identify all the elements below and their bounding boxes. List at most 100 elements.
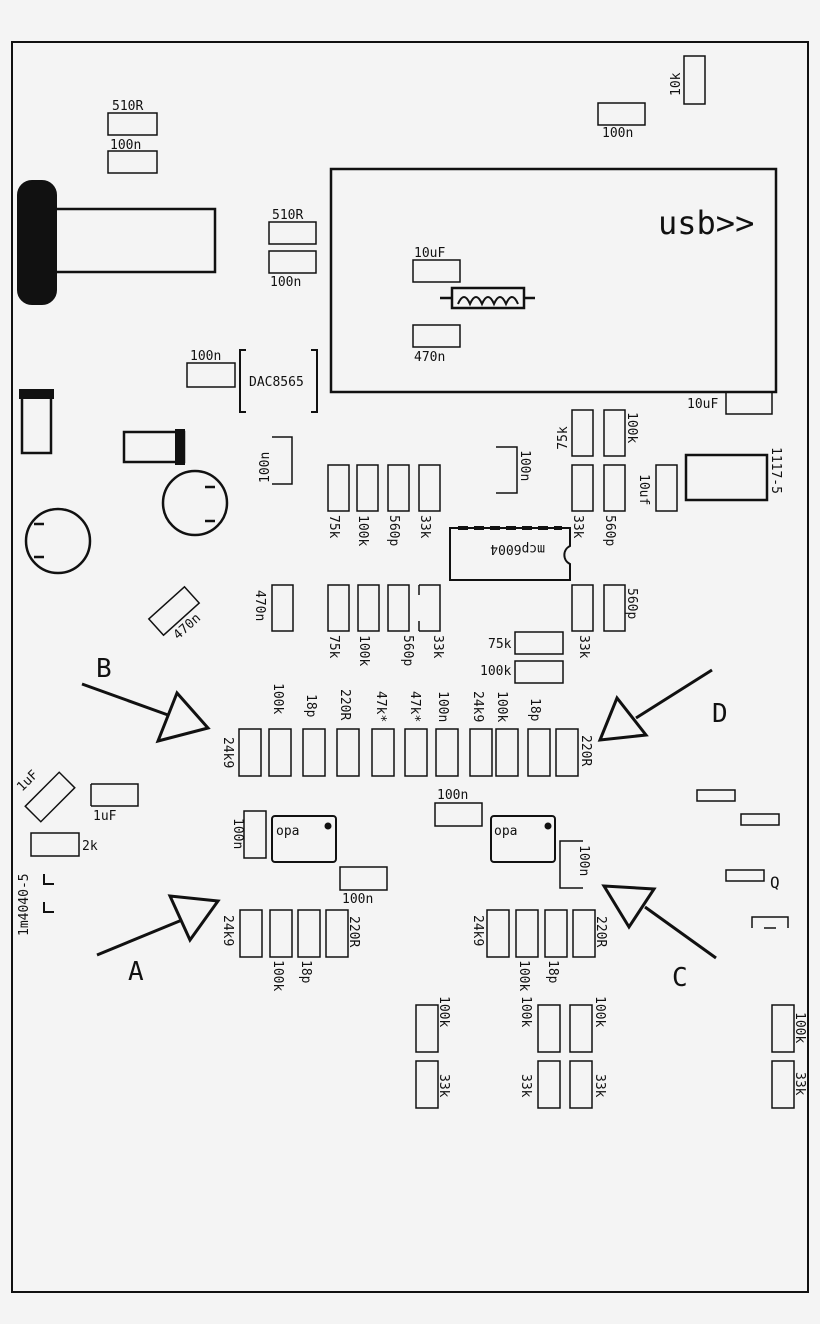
capacitor-560p-r — [603, 464, 626, 512]
label-2k: 2k — [82, 839, 98, 854]
row1-r9 — [495, 728, 519, 777]
resistor-33k-2 — [418, 584, 441, 632]
capacitor-560p-r2 — [603, 584, 626, 632]
label-560p-1: 560p — [386, 515, 401, 546]
resistor-510r-b — [268, 221, 317, 245]
arrow-b-icon — [81, 682, 211, 744]
label-75k-2: 75k — [326, 635, 341, 659]
part-r3 — [725, 869, 765, 882]
label-10uf-v: 10uf — [636, 474, 651, 505]
bot-r2 — [537, 1004, 561, 1053]
label-33k-2: 33k — [430, 635, 445, 659]
row1-r7 — [435, 728, 459, 777]
label-row1-100k: 100k — [270, 683, 285, 714]
arrow-a-icon — [96, 894, 221, 957]
capacitor-100n-below — [339, 866, 388, 891]
label-bot-33k-a: 33k — [436, 1074, 451, 1098]
resistor-75k-2 — [327, 584, 350, 632]
inductor-icon — [440, 286, 535, 310]
row1-r2 — [268, 728, 292, 777]
row2-r4 — [325, 909, 349, 958]
bot-r4 — [771, 1004, 795, 1053]
capacitor-1uf-a — [24, 771, 76, 823]
resistor-10k-top — [683, 55, 706, 105]
label-510r-a: 510R — [112, 99, 143, 114]
label-row2-24k9-b: 24k9 — [470, 915, 485, 946]
label-100n-mid: 100n — [437, 788, 468, 803]
label-100n-opa-l: 100n — [230, 818, 245, 849]
capacitor-560p-1 — [387, 464, 410, 512]
row2-r3 — [297, 909, 321, 958]
label-33k-r: 33k — [570, 515, 585, 539]
resistor-75k-h — [514, 631, 564, 655]
resistor-100k-2 — [357, 584, 380, 632]
arrow-d-icon — [597, 668, 713, 742]
label-row2-220R: 220R — [346, 916, 361, 947]
capacitor-470n-l — [271, 584, 294, 632]
row1-r6 — [404, 728, 428, 777]
label-100n-dac: 100n — [190, 349, 221, 364]
capacitor-100n-v1 — [272, 436, 293, 485]
label-100k-r: 100k — [624, 412, 639, 443]
row2-r8 — [572, 909, 596, 958]
potentiometer-knob — [17, 180, 57, 305]
label-100n-v1: 100n — [258, 452, 273, 483]
capacitor-100n-top — [597, 102, 646, 126]
bot-r8 — [771, 1060, 795, 1109]
row1-r5 — [371, 728, 395, 777]
electrolytic-cap-a — [20, 391, 53, 455]
bot-r1 — [415, 1004, 439, 1053]
capacitor-100n-opa-l — [243, 810, 267, 859]
row1-r1 — [238, 728, 262, 777]
label-row1-220R: 220R — [337, 689, 352, 720]
label-470n-usb: 470n — [414, 350, 445, 365]
resistor-33k-1 — [418, 464, 441, 512]
label-row1-18p-b: 18p — [527, 698, 542, 722]
label-q: Q — [770, 873, 780, 892]
arrow-label-a: A — [128, 957, 144, 987]
arrow-label-b: B — [96, 654, 112, 684]
label-75k-1: 75k — [326, 515, 341, 539]
label-560p-2: 560p — [400, 635, 415, 666]
label-510r-b: 510R — [272, 208, 303, 223]
capacitor-1uf-b — [90, 783, 139, 807]
row1-r3 — [302, 728, 326, 777]
label-470n-diag: 470n — [171, 611, 204, 643]
label-row2-24k9: 24k9 — [220, 915, 235, 946]
resistor-100k-1 — [356, 464, 379, 512]
resistor-33k-r — [571, 464, 594, 512]
row1-r10 — [527, 728, 551, 777]
label-regulator: 1117-5 — [768, 447, 783, 494]
capacitor-100n-opa-r — [559, 840, 583, 889]
arrow-label-c: C — [672, 963, 688, 993]
row2-r7 — [544, 909, 568, 958]
opa-chip-left — [271, 815, 337, 863]
label-row2-18p: 18p — [298, 960, 313, 984]
arrow-label-d: D — [712, 699, 728, 729]
electrolytic-cap-round-a — [161, 469, 229, 537]
label-560p-r2: 560p — [624, 588, 639, 619]
label-100n-opa-r: 100n — [576, 845, 591, 876]
resistor-100k-r — [603, 409, 626, 457]
opa-chip-right — [490, 815, 556, 863]
label-100k-1: 100k — [355, 515, 370, 546]
bot-r3 — [569, 1004, 593, 1053]
electrolytic-cap-round-b — [24, 507, 92, 575]
capacitor-10uf-right — [725, 391, 773, 415]
resistor-100k-h — [514, 660, 564, 684]
row1-r8 — [469, 728, 493, 777]
regulator-1117 — [684, 453, 769, 502]
label-row1-220R-b: 220R — [578, 735, 593, 766]
label-bot-33k-b: 33k — [518, 1074, 533, 1098]
usb-module — [329, 167, 778, 394]
label-bot-100k-a: 100k — [436, 996, 451, 1027]
bot-r7 — [569, 1060, 593, 1109]
resistor-2k — [30, 832, 80, 857]
label-row2-220R-b: 220R — [593, 916, 608, 947]
label-10k-top: 10k — [669, 72, 684, 96]
capacitor-100n-v2 — [496, 446, 518, 494]
label-100k-h: 100k — [480, 664, 511, 679]
label-100n-v2: 100n — [517, 450, 532, 481]
resistor-33k-r2 — [571, 584, 594, 632]
label-1uf-b: 1uF — [93, 809, 117, 824]
